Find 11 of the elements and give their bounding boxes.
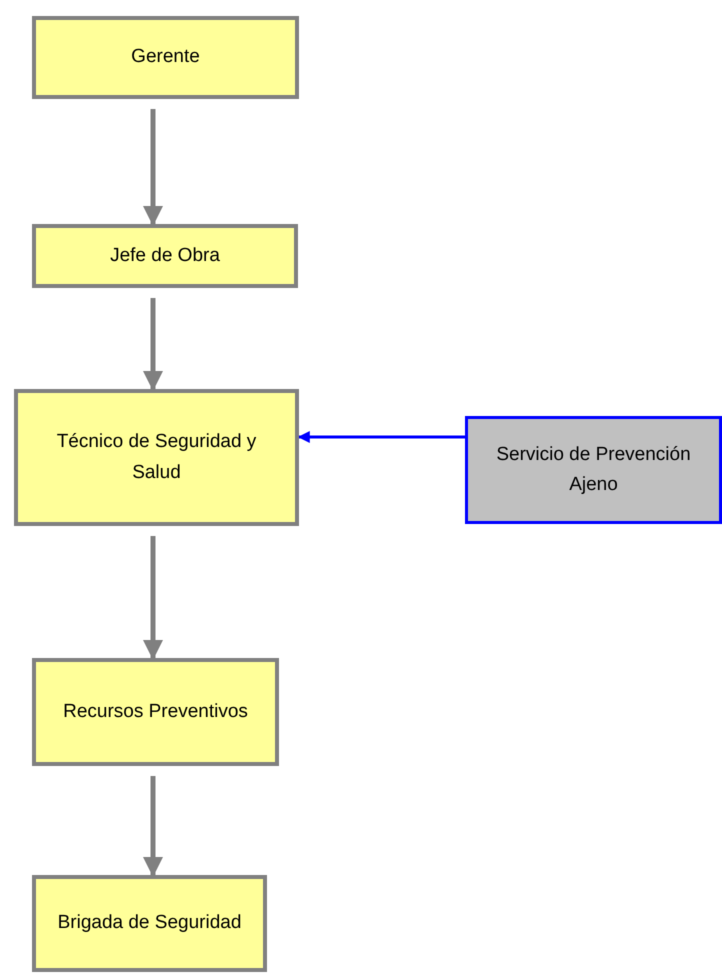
role-box: Jefe de Obra — [32, 224, 298, 288]
arrow — [298, 431, 465, 443]
role-box: Técnico de Seguridad y Salud — [14, 389, 299, 526]
role-box: Gerente — [32, 16, 299, 99]
role-box: Brigada de Seguridad — [32, 875, 267, 972]
external-service-box: Servicio de Prevención Ajeno — [465, 416, 722, 524]
arrow — [143, 536, 163, 660]
arrow — [143, 298, 163, 391]
role-box: Recursos Preventivos — [32, 658, 279, 766]
arrow — [143, 109, 163, 226]
arrow — [143, 776, 163, 877]
